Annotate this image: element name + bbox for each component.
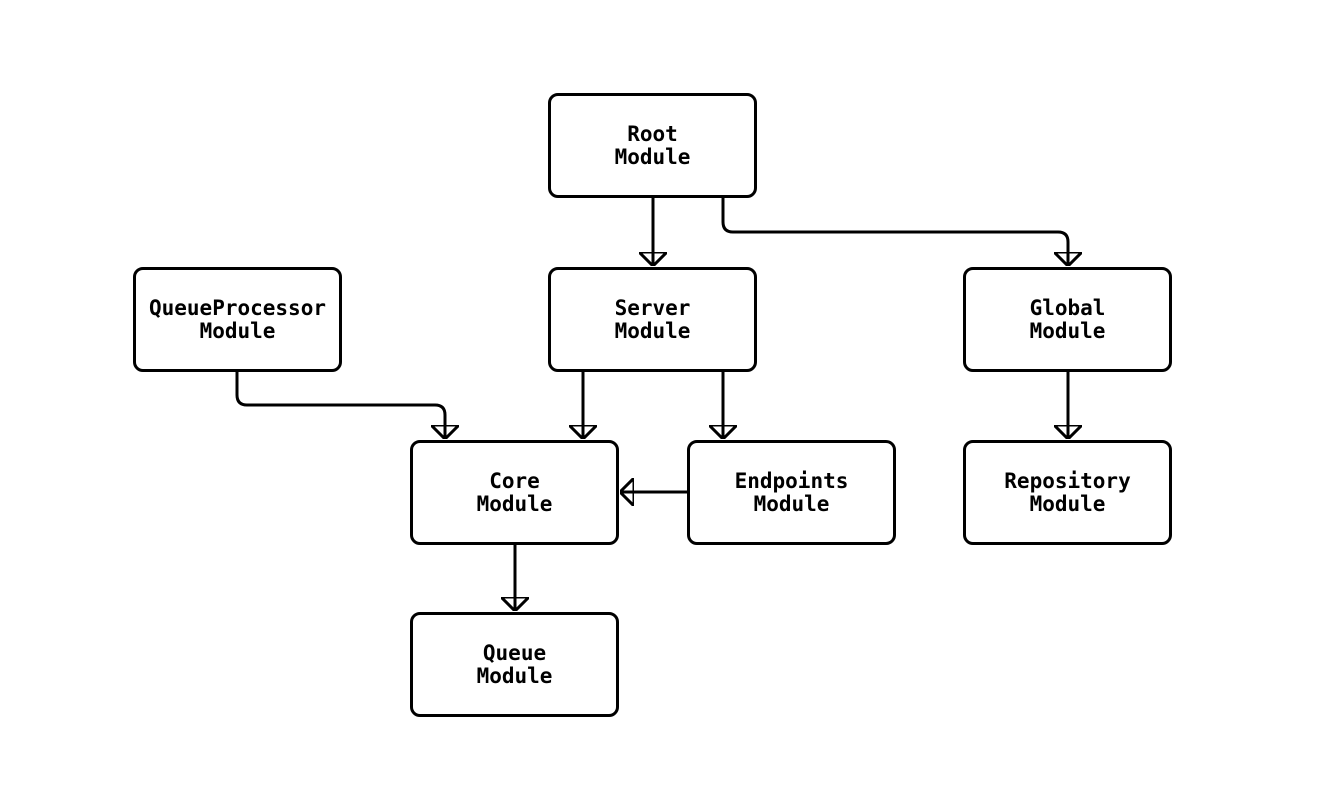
edge-queueprocessor-to-core (235, 372, 445, 438)
node-server-module: Server Module (548, 267, 757, 372)
node-label-line2: Module (753, 491, 830, 516)
node-core-module: Core Module (410, 440, 619, 545)
node-label-line2: Module (1029, 318, 1106, 343)
node-label-line2: Module (614, 318, 691, 343)
node-label-line1: Endpoints (734, 468, 849, 493)
node-label-line1: Server (614, 295, 691, 320)
node-label-line2: Module (476, 663, 553, 688)
node-label-line2: Module (199, 318, 276, 343)
node-queue-module: Queue Module (410, 612, 619, 717)
node-root-module: Root Module (548, 93, 757, 198)
node-label-line1: Repository (1004, 468, 1131, 493)
node-label-line2: Module (614, 144, 691, 169)
node-label-line1: Core (489, 468, 540, 493)
node-queueprocessor-module: QueueProcessor Module (133, 267, 342, 372)
node-global-module: Global Module (963, 267, 1172, 372)
node-label-line2: Module (1029, 491, 1106, 516)
node-label-line2: Module (476, 491, 553, 516)
node-label-line1: Root (627, 121, 678, 146)
node-label-line1: QueueProcessor (148, 295, 326, 320)
node-endpoints-module: Endpoints Module (687, 440, 896, 545)
node-repository-module: Repository Module (963, 440, 1172, 545)
edge-root-to-global (721, 198, 1068, 265)
node-label-line1: Global (1029, 295, 1106, 320)
node-label-line1: Queue (482, 640, 547, 665)
